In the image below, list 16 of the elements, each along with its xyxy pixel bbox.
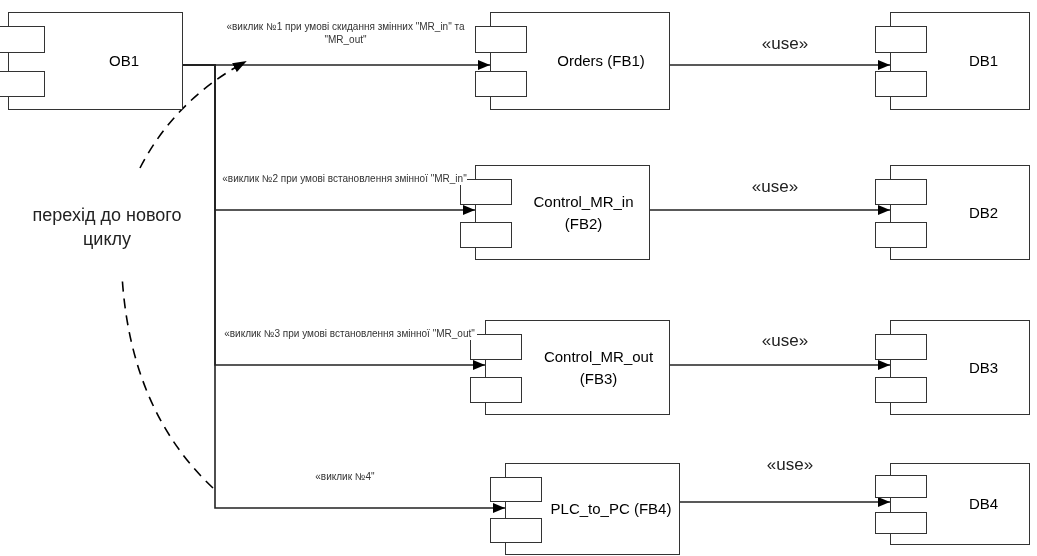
component-name: DB3 xyxy=(968,357,999,378)
arrow xyxy=(669,360,891,370)
component-name: DB4 xyxy=(968,494,999,514)
component-name: DB1 xyxy=(968,51,999,71)
component-name: DB2 xyxy=(968,202,999,223)
arrow xyxy=(649,205,891,215)
arrow xyxy=(679,497,891,507)
cycle-note: перехід до нового циклу xyxy=(31,204,183,251)
component-name: OB1 xyxy=(109,51,139,71)
edge-label: «виклик №2 при умові встановлення змінної "MR_in" xyxy=(222,172,467,185)
arrow xyxy=(669,60,891,70)
component-name: Control_MR_out (FB3) xyxy=(542,346,655,389)
edge-label: «виклик №3 при умові встановлення змінної "MR_out" xyxy=(222,327,477,340)
component-name: PLC_to_PC (FB4) xyxy=(550,499,672,519)
component-name: Orders (FB1) xyxy=(557,51,645,71)
component-name: Control_MR_in (FB2) xyxy=(532,191,635,234)
